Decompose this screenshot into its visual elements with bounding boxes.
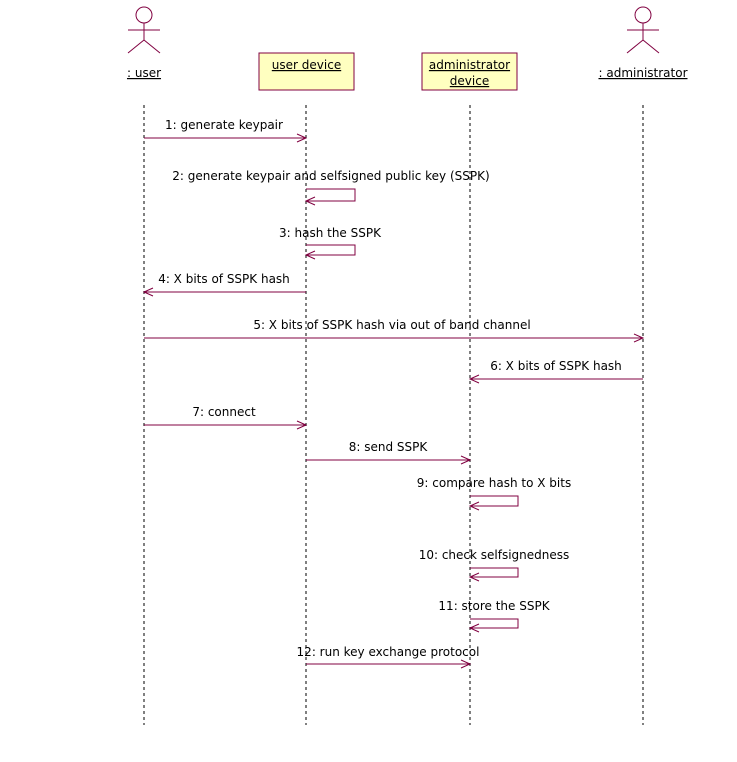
message-5: 5: X bits of SSPK hash via out of band c… xyxy=(144,318,645,343)
user-device-label: user device xyxy=(272,58,341,72)
participant-user-device: user device xyxy=(258,52,355,725)
admin-device-label-line2: device xyxy=(450,74,489,88)
message-1-label: 1: generate keypair xyxy=(165,118,283,132)
message-2-label: 2: generate keypair and selfsigned publi… xyxy=(172,169,489,183)
message-8-label: 8: send SSPK xyxy=(349,440,429,454)
administrator-label: : administrator xyxy=(598,66,687,80)
message-9-label: 9: compare hash to X bits xyxy=(417,476,571,490)
user-device-box xyxy=(258,52,355,91)
message-10: 10: check selfsignedness xyxy=(419,548,570,582)
message-3: 3: hash the SSPK xyxy=(279,226,382,260)
participant-administrator: : administrator xyxy=(598,6,688,725)
message-2: 2: generate keypair and selfsigned publi… xyxy=(172,169,490,206)
participant-admin-device: administrator device xyxy=(421,52,518,725)
message-12: 12: run key exchange protocol xyxy=(297,645,480,669)
administrator-actor-icon xyxy=(626,6,660,54)
user-actor-icon xyxy=(127,6,161,54)
message-7: 7: connect xyxy=(144,405,308,430)
admin-device-box xyxy=(421,52,518,91)
participant-user: : user xyxy=(127,6,161,725)
message-4: 4: X bits of SSPK hash xyxy=(142,272,306,297)
message-11-label: 11: store the SSPK xyxy=(438,599,550,613)
message-12-label: 12: run key exchange protocol xyxy=(297,645,480,659)
admin-device-label-line1: administrator xyxy=(429,58,510,72)
message-1: 1: generate keypair xyxy=(144,118,308,143)
message-6: 6: X bits of SSPK hash xyxy=(468,359,643,384)
message-8: 8: send SSPK xyxy=(306,440,472,465)
message-11: 11: store the SSPK xyxy=(438,599,551,633)
message-7-label: 7: connect xyxy=(192,405,256,419)
message-9: 9: compare hash to X bits xyxy=(417,476,571,511)
message-10-label: 10: check selfsignedness xyxy=(419,548,570,562)
message-6-label: 6: X bits of SSPK hash xyxy=(490,359,622,373)
message-4-label: 4: X bits of SSPK hash xyxy=(158,272,290,286)
message-5-label: 5: X bits of SSPK hash via out of band c… xyxy=(253,318,530,332)
message-3-label: 3: hash the SSPK xyxy=(279,226,382,240)
user-label: : user xyxy=(127,66,161,80)
